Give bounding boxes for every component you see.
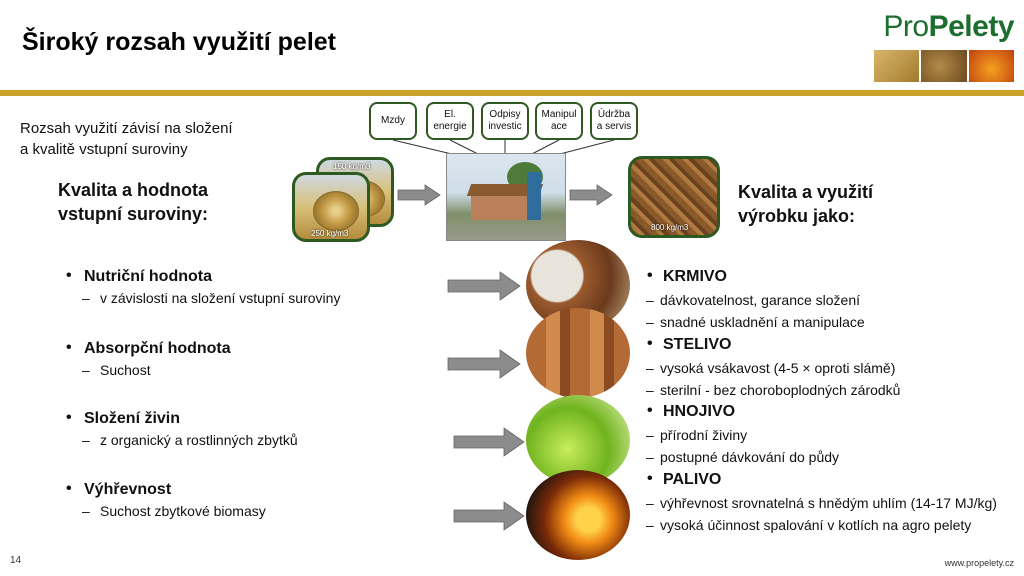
connector-wages [392, 139, 457, 156]
cost-box-wages: Mzdy [369, 102, 417, 140]
arrow-heating-value [453, 501, 525, 531]
use-item-feed: KRMIVO dávkovatelnost, garance složení s… [645, 267, 865, 330]
property-item: Absorpční hodnota Suchost [66, 339, 231, 378]
cattle-image [526, 308, 630, 398]
property-item: Výhřevnost Suchost zbytkové biomasy [66, 480, 266, 519]
connector-maintenance [555, 139, 615, 156]
page-title: Široký rozsah využití pelet [22, 28, 336, 56]
arrow-to-pellets [569, 184, 613, 206]
use-item-fuel: PALIVO výhřevnost srovnatelná s hnědým u… [645, 470, 997, 533]
footer-url: www.propelety.cz [944, 558, 1014, 568]
cost-box-electricity: El.energie [426, 102, 474, 140]
arrow-to-factory [397, 184, 441, 206]
use-item-fertilizer: HNOJIVO přírodní živiny postupné dávková… [645, 402, 839, 465]
arrow-nutrition [447, 271, 521, 301]
fire-image [526, 470, 630, 560]
connector-electricity [449, 139, 481, 156]
property-item: Složení živin z organický a rostlinných … [66, 409, 298, 448]
pellets-image: 800 kg/m3 [628, 156, 720, 238]
logo-fire-image [968, 50, 1014, 82]
use-item-bedding: STELIVO vysoká vsákavost (4-5 × oproti s… [645, 335, 900, 398]
logo-pellet-image [921, 50, 967, 82]
property-item: Nutriční hodnota v závislosti na složení… [66, 267, 340, 306]
propelety-logo: ProPelety [869, 8, 1015, 82]
logo-photo-strip [874, 50, 1014, 82]
bale-shape [313, 191, 359, 231]
bale-density-back: 150 kg/m3 [333, 162, 371, 171]
intro-text: Rozsah využití závisí na složení a kvali… [20, 120, 233, 158]
pellet-density: 800 kg/m3 [651, 223, 689, 232]
logo-bale-image [874, 50, 920, 82]
straw-bale-image-front: 250 kg/m3 [292, 172, 370, 242]
bale-density-front: 250 kg/m3 [311, 229, 349, 238]
output-quality-heading: Kvalita a využití výrobku jako: [738, 182, 874, 226]
page-number: 14 [10, 555, 22, 566]
input-quality-heading: Kvalita a hodnota vstupní suroviny: [58, 180, 209, 224]
arrow-nutrients [453, 427, 525, 457]
logo-wordmark: ProPelety [883, 10, 1014, 43]
property-arrows [447, 271, 525, 531]
connector-handling [529, 139, 560, 156]
arrow-absorption [447, 349, 521, 379]
header-divider [0, 90, 1024, 96]
pellet-plant-image [446, 153, 566, 241]
